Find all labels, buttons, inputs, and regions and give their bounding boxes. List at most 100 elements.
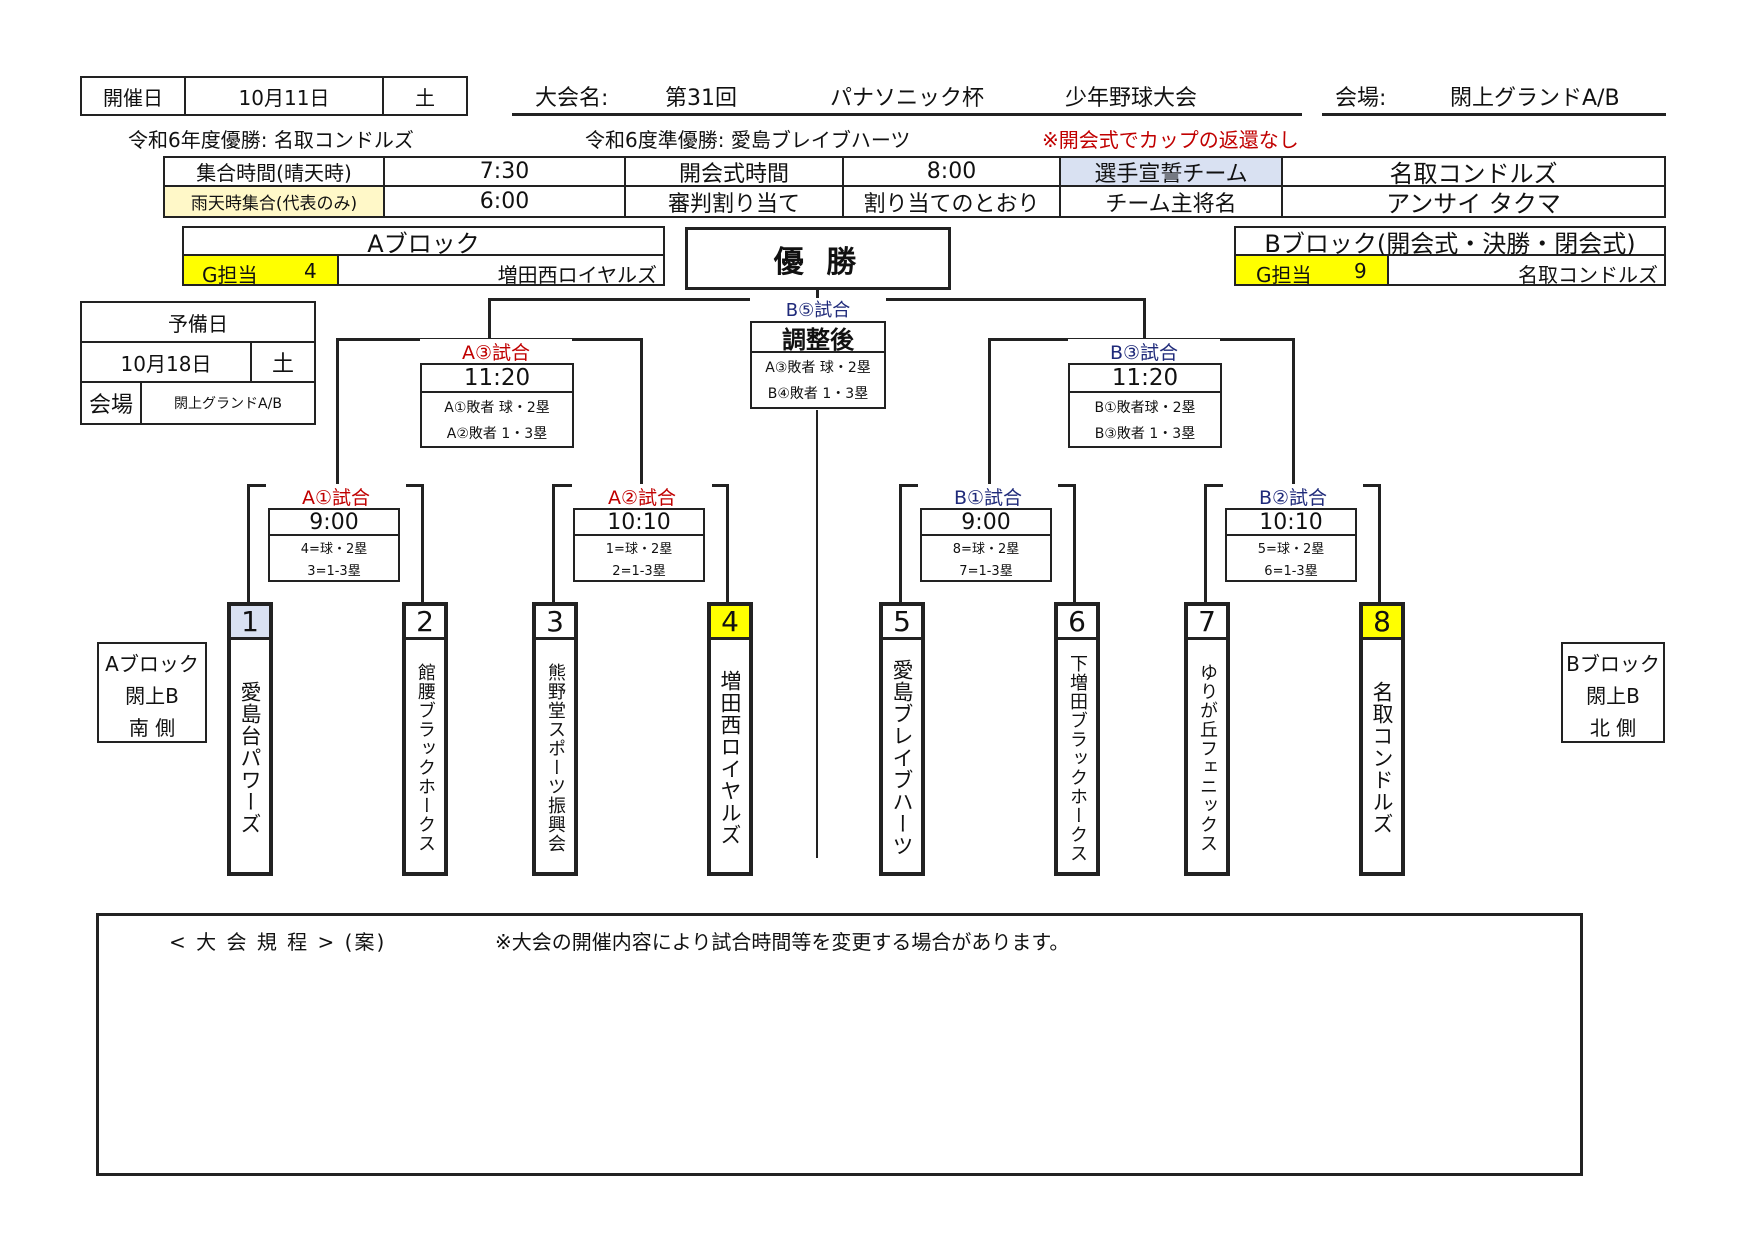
reserve-date: 10月18日 [82,343,252,383]
ceremony-time: 8:00 [844,158,1061,187]
oath-label: 選手宣誓チーム [1061,158,1283,187]
b3-right [1292,338,1295,486]
match-b3-title: B③試合 [1068,339,1220,364]
b3-left [988,338,991,486]
team-number: 3 [536,605,574,640]
match-final-box: 調整後 A③敗者 球・2塁 B④敗者 1・3塁 [750,321,886,409]
date-value: 10月11日 [184,76,384,116]
venue-underline [1322,113,1666,116]
team-column: 2 館腰ブラックホークス [402,602,448,876]
match-a2-box: 10:10 1=球・2塁 2=1-3塁 [573,508,705,582]
match-b2-time: 10:10 [1227,510,1355,536]
match-a2-title: A②試合 [572,484,712,509]
team-number: 2 [406,605,444,640]
champion-stem [816,288,819,298]
match-b3-time: 11:20 [1070,365,1220,393]
a1-left [247,484,250,604]
match-a3-title: A③試合 [420,339,572,364]
match-a3-line2: A②敗者 1・3塁 [446,426,548,442]
a3-right [640,338,643,486]
match-b1-box: 9:00 8=球・2塁 7=1-3塁 [920,508,1052,582]
final-right-drop [1143,298,1146,340]
block-b-title: Bブロック(開会式・決勝・閉会式) [1236,228,1664,258]
final-left-drop [488,298,491,340]
b2-left [1204,484,1207,604]
match-final-time: 調整後 [752,323,884,354]
match-a1-box: 9:00 4=球・2塁 3=1-3塁 [268,508,400,582]
match-a3-line1: A①敗者 球・2塁 [444,400,550,416]
match-b3-line1: B①敗者球・2塁 [1094,400,1196,416]
block-b-g-num: 9 [1354,259,1367,283]
team-name: 熊野堂スポーツ振興会 [545,663,566,853]
block-a-g-num: 4 [304,259,317,283]
team-name: 名取コンドルズ [1370,681,1394,835]
block-a-g-label: G担当 [202,263,258,287]
a3-left [336,338,339,486]
ceremony-label: 開会式時間 [626,158,844,187]
match-b1-time: 9:00 [922,510,1050,536]
block-a-side-line3: 南 側 [128,715,176,740]
match-a1-line2: 3=1-3塁 [307,564,361,579]
header-underline [512,113,1302,116]
block-b-side-line1: Bブロック [1566,651,1660,676]
block-a-title: Aブロック [184,228,663,258]
team-column: 5 愛島ブレイブハーツ [879,602,925,876]
block-b-g-team: 名取コンドルズ [1518,263,1658,287]
match-final-line2: B④敗者 1・3塁 [767,386,869,402]
team-name: 下増田ブラックホークス [1067,653,1088,863]
match-b2-line2: 6=1-3塁 [1264,564,1318,579]
assemble-label: 集合時間(晴天時) [165,158,385,187]
match-b3-line2: B③敗者 1・3塁 [1094,426,1196,442]
block-b-g-label: G担当 [1256,263,1312,287]
a2-right [726,484,729,604]
a2-left [552,484,555,604]
block-a-side-line2: 閖上B [125,683,179,708]
assemble-time: 7:30 [385,158,626,187]
tournament-sponsor: パナソニック杯 [830,86,985,111]
oath-team: 名取コンドルズ [1283,158,1664,188]
weekday: 土 [382,76,468,116]
schedule-table: 集合時間(晴天時) 7:30 開会式時間 8:00 選手宣誓チーム 名取コンドル… [163,156,1666,218]
match-final-line1: A③敗者 球・2塁 [765,360,871,376]
notice: ※開会式でカップの返還なし [1042,128,1299,152]
champion-box: 優 勝 [685,227,951,290]
match-a1-line1: 4=球・2塁 [300,542,368,557]
match-b1-line1: 8=球・2塁 [952,542,1020,557]
match-b1-line2: 7=1-3塁 [959,564,1013,579]
match-b1-title: B①試合 [918,484,1058,509]
team-column: 8 名取コンドルズ [1359,602,1405,876]
umpire-value: 割り当てのとおり [844,187,1061,217]
block-b-header: Bブロック(開会式・決勝・閉会式) G担当 9 名取コンドルズ [1234,226,1666,287]
team-number: 7 [1188,605,1226,640]
reserve-venue: 閖上グランドA/B [174,396,282,412]
team-number: 6 [1058,605,1096,640]
reserve-venue-label: 会場 [82,383,142,423]
block-b-side-line2: 閖上B [1586,683,1640,708]
match-final-title: B⑤試合 [750,298,886,321]
team-name: 増田西ロイヤルズ [718,670,742,846]
date-label: 開催日 [80,76,186,116]
match-a2-line1: 1=球・2塁 [605,542,673,557]
tournament-round: 第31回 [665,86,737,111]
team-number: 5 [883,605,921,640]
block-b-side-line3: 北 側 [1589,715,1637,740]
team-name: 愛島台パワーズ [238,681,262,835]
b1-right [1073,484,1076,604]
team-name: 愛島ブレイブハーツ [890,659,914,857]
match-a1-time: 9:00 [270,510,398,536]
rules-note: ※大会の開催内容により試合時間等を変更する場合があります。 [495,930,1070,954]
prev-runnerup: 令和6度準優勝: 愛島ブレイブハーツ [585,128,911,152]
block-a-header: Aブロック G担当 4 増田西ロイヤルズ [182,226,665,287]
reserve-table: 予備日 10月18日 土 会場 閖上グランドA/B [80,301,316,425]
umpire-label: 審判割り当て [626,187,844,217]
team-number: 8 [1363,605,1401,640]
match-a2-line2: 2=1-3塁 [612,564,666,579]
team-name: 館腰ブラックホークス [415,663,436,853]
match-b3-box: 11:20 B①敗者球・2塁 B③敗者 1・3塁 [1068,363,1222,448]
reserve-label: 予備日 [82,303,314,343]
match-b2-box: 10:10 5=球・2塁 6=1-3塁 [1225,508,1357,582]
rain-label: 雨天時集合(代表のみ) [165,187,385,216]
